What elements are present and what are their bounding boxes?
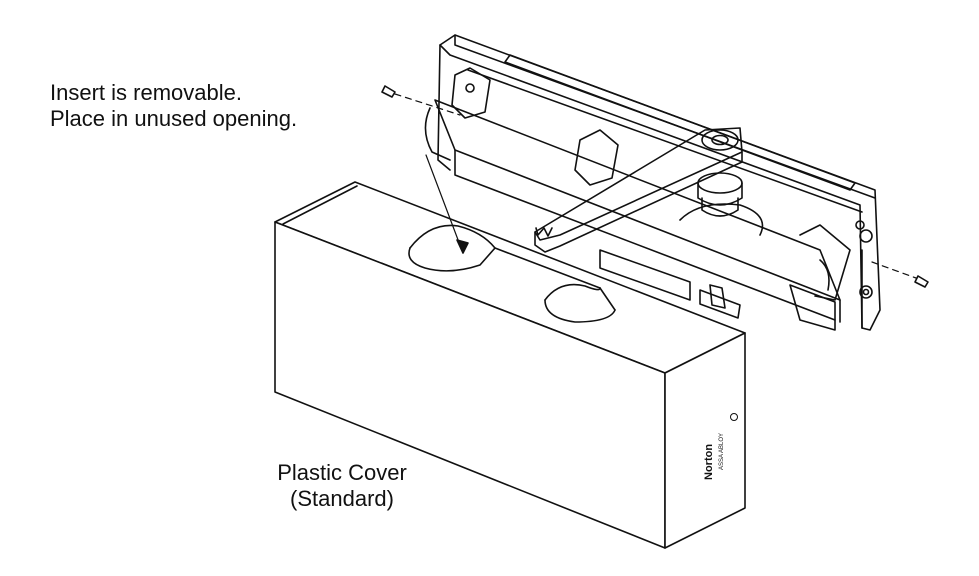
callout-insert-removable: Insert is removable. Place in unused ope… bbox=[50, 80, 297, 132]
callout-insert-line-2: Place in unused opening. bbox=[50, 106, 298, 131]
closer-arm bbox=[534, 127, 743, 253]
callout-plastic-cover: Plastic Cover (Standard) bbox=[262, 460, 422, 512]
screw-right bbox=[871, 261, 929, 288]
callout-cover-line-2: (Standard) bbox=[290, 486, 394, 511]
cover-logo-text: Norton bbox=[703, 444, 715, 480]
callout-cover-line-1: Plastic Cover bbox=[277, 460, 407, 485]
closer-body bbox=[424, 67, 851, 331]
plastic-cover bbox=[274, 154, 746, 549]
cover-sub-text: ASSA ABLOY bbox=[719, 433, 725, 470]
cover-brand-mark: Norton ASSA ABLOY bbox=[703, 413, 738, 480]
callout-insert-line-1: Insert is removable. bbox=[50, 80, 242, 105]
mounting-plate bbox=[437, 34, 881, 331]
screw-left bbox=[381, 85, 461, 116]
